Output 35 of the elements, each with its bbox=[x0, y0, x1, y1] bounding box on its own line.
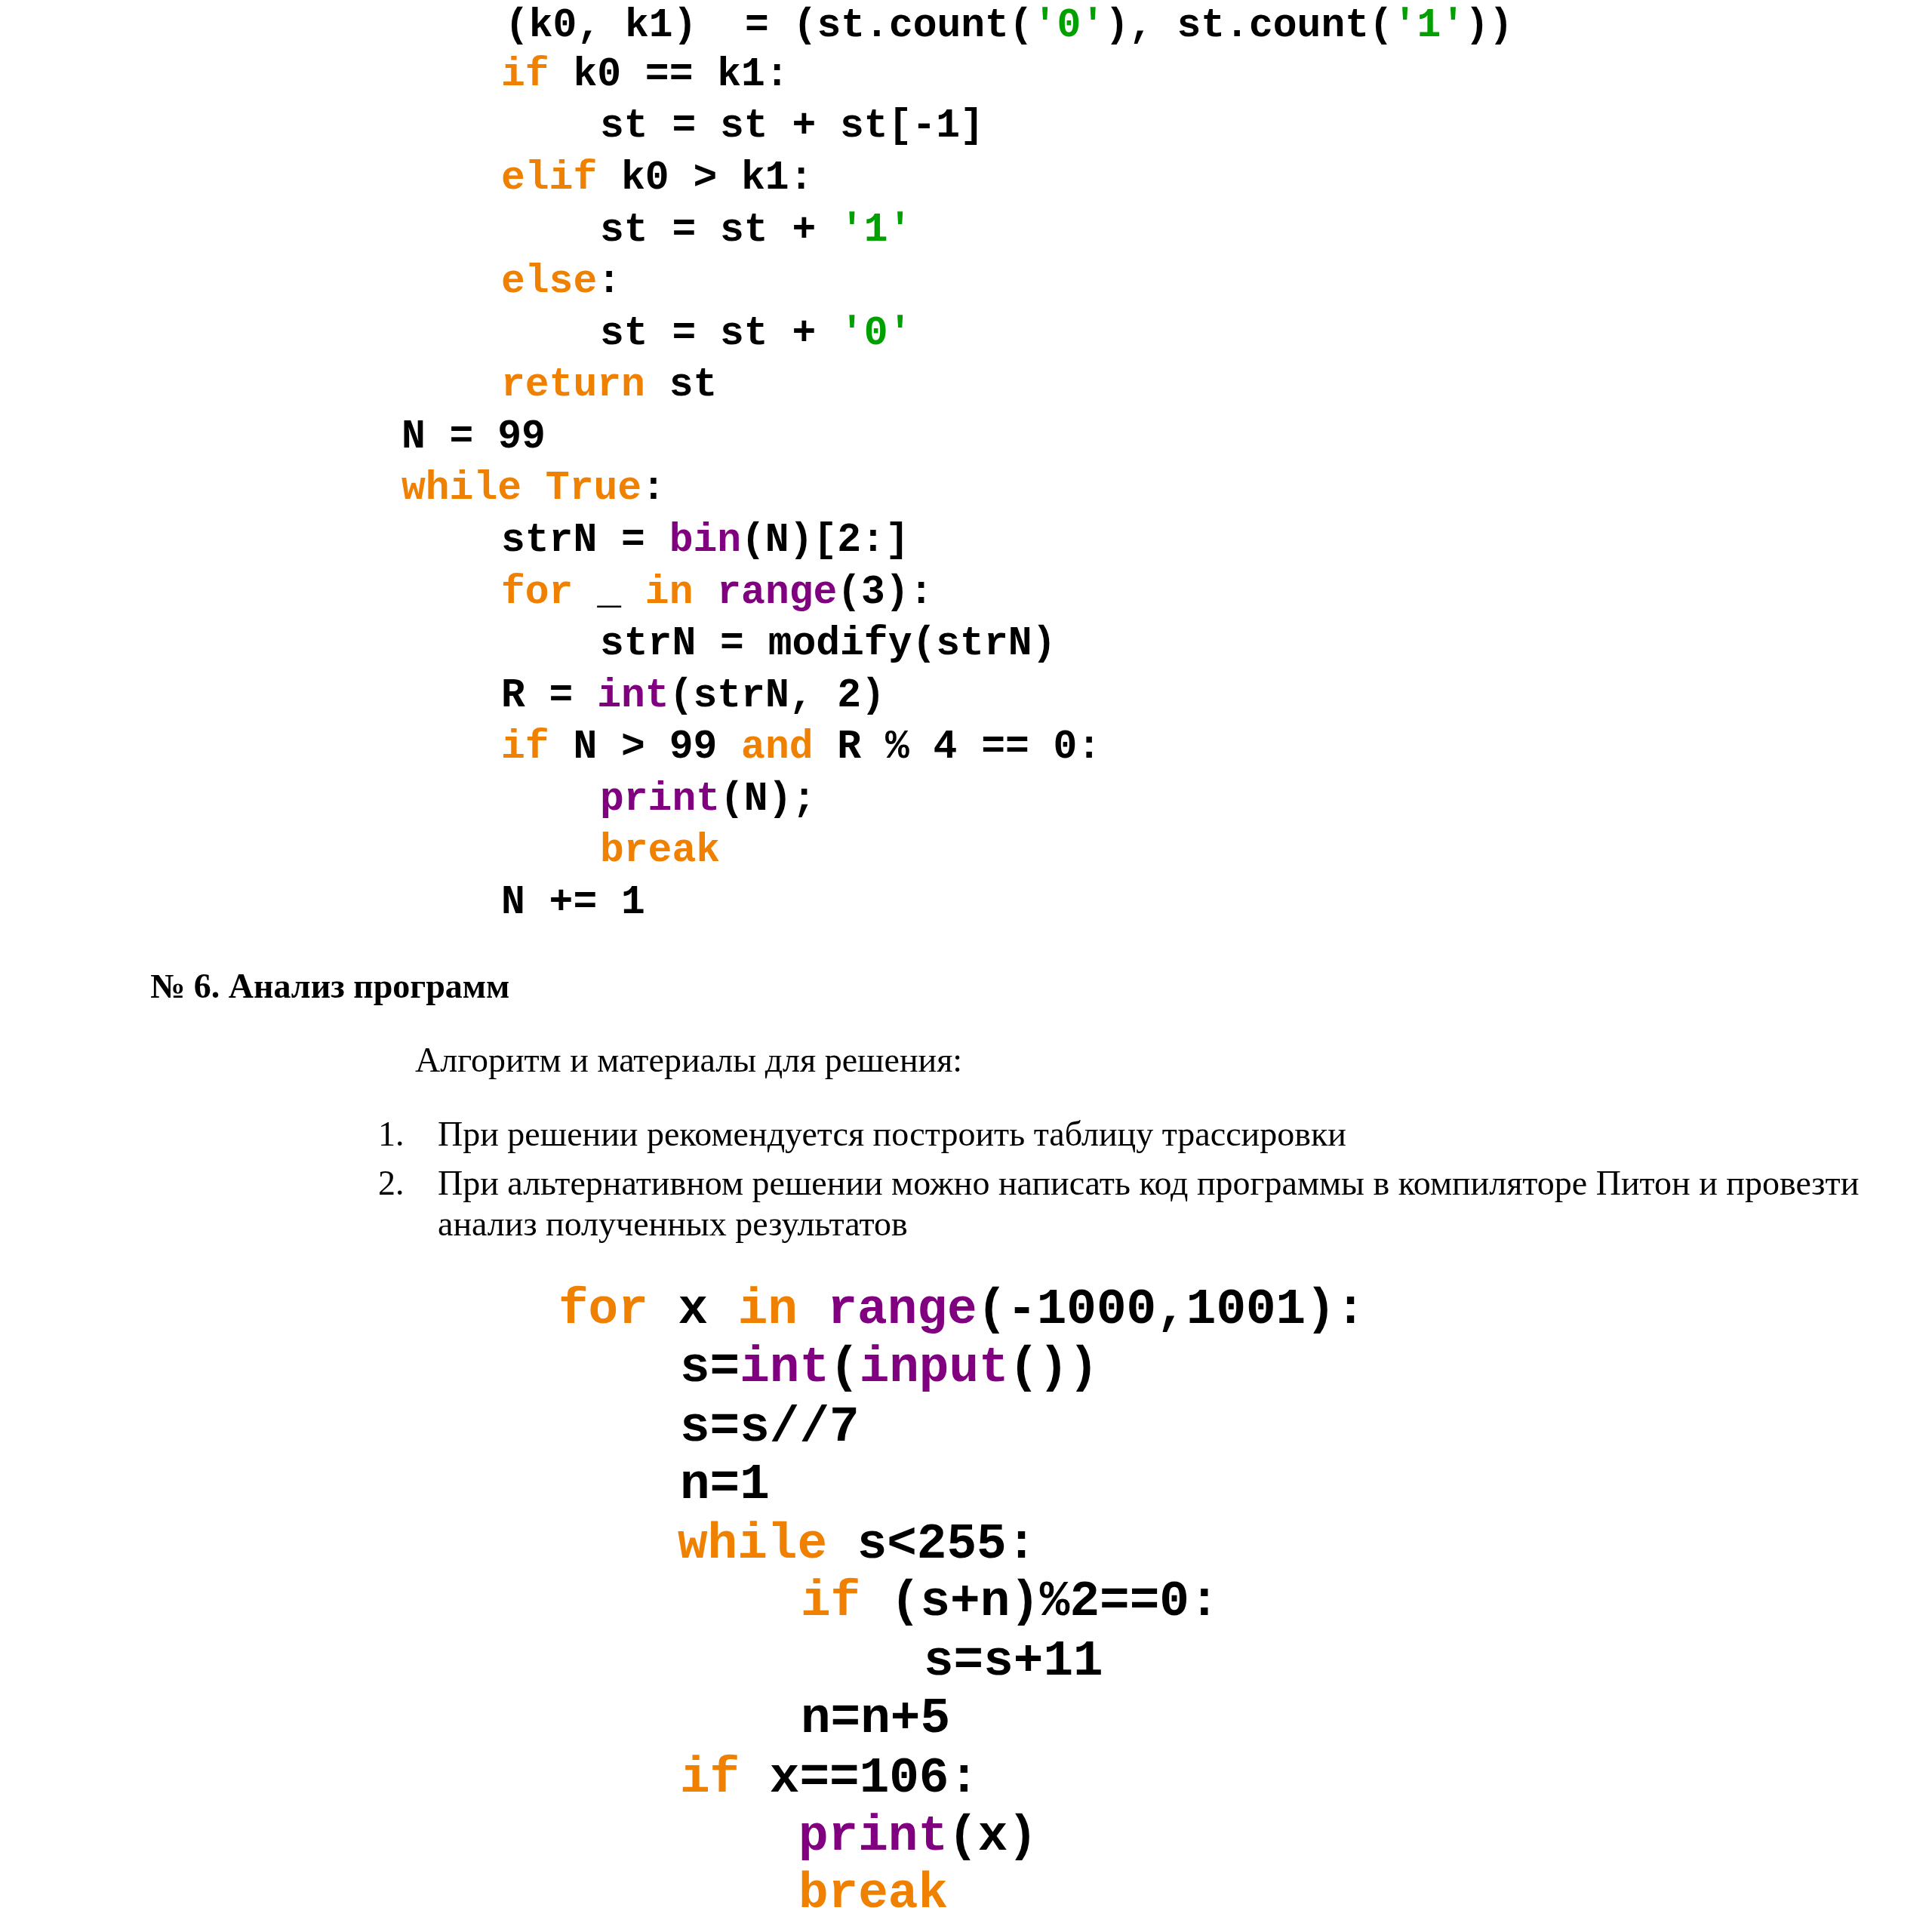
intro-text: Алгоритм и материалы для решения: bbox=[415, 1040, 963, 1081]
code-line: if (s+n)%2==0: bbox=[801, 1574, 1220, 1630]
code-line: R = int(strN, 2) bbox=[501, 673, 885, 718]
code-line: s=s//7 bbox=[680, 1400, 860, 1456]
code-line: while True: bbox=[401, 466, 666, 511]
code-line: break bbox=[600, 828, 721, 873]
list-item: При альтернативном решении можно написать код программы в компиляторе Питон и провезти анализ полученных результатов bbox=[438, 1163, 1860, 1244]
code-line: if x==106: bbox=[680, 1751, 980, 1807]
code-line: s=s+11 bbox=[924, 1634, 1103, 1690]
code-line: st = st + '0' bbox=[600, 311, 912, 356]
code-line: break bbox=[798, 1866, 949, 1922]
list-item: При решении рекомендуется построить таблицу трассировки bbox=[438, 1114, 1346, 1155]
code-line: else: bbox=[501, 259, 622, 304]
code-line: (k0, k1) = (st.count('0'), st.count('1')) bbox=[505, 3, 1513, 48]
code-line: n=1 bbox=[680, 1457, 770, 1513]
code-line: st = st + st[-1] bbox=[600, 103, 984, 149]
code-line: print(x) bbox=[798, 1809, 1038, 1865]
code-line: s=int(input()) bbox=[680, 1340, 1099, 1396]
section-heading: № 6. Анализ программ bbox=[150, 966, 510, 1007]
list-number: 2. bbox=[378, 1163, 405, 1204]
code-line: while s<255: bbox=[678, 1517, 1037, 1573]
code-line: st = st + '1' bbox=[600, 208, 912, 253]
code-line: N += 1 bbox=[501, 880, 645, 925]
code-line: n=n+5 bbox=[801, 1691, 951, 1747]
code-line: elif k0 > k1: bbox=[501, 155, 814, 201]
code-line: for x in range(-1000,1001): bbox=[558, 1282, 1366, 1338]
list-number: 1. bbox=[378, 1114, 405, 1155]
code-line: for _ in range(3): bbox=[501, 570, 934, 615]
code-line: if k0 == k1: bbox=[501, 52, 789, 97]
code-line: strN = bin(N)[2:] bbox=[501, 518, 909, 563]
code-line: return st bbox=[501, 362, 718, 408]
code-line: if N > 99 and R % 4 == 0: bbox=[501, 724, 1102, 770]
code-line: strN = modify(strN) bbox=[600, 621, 1057, 666]
code-line: N = 99 bbox=[401, 414, 546, 460]
code-line: print(N); bbox=[600, 777, 817, 822]
